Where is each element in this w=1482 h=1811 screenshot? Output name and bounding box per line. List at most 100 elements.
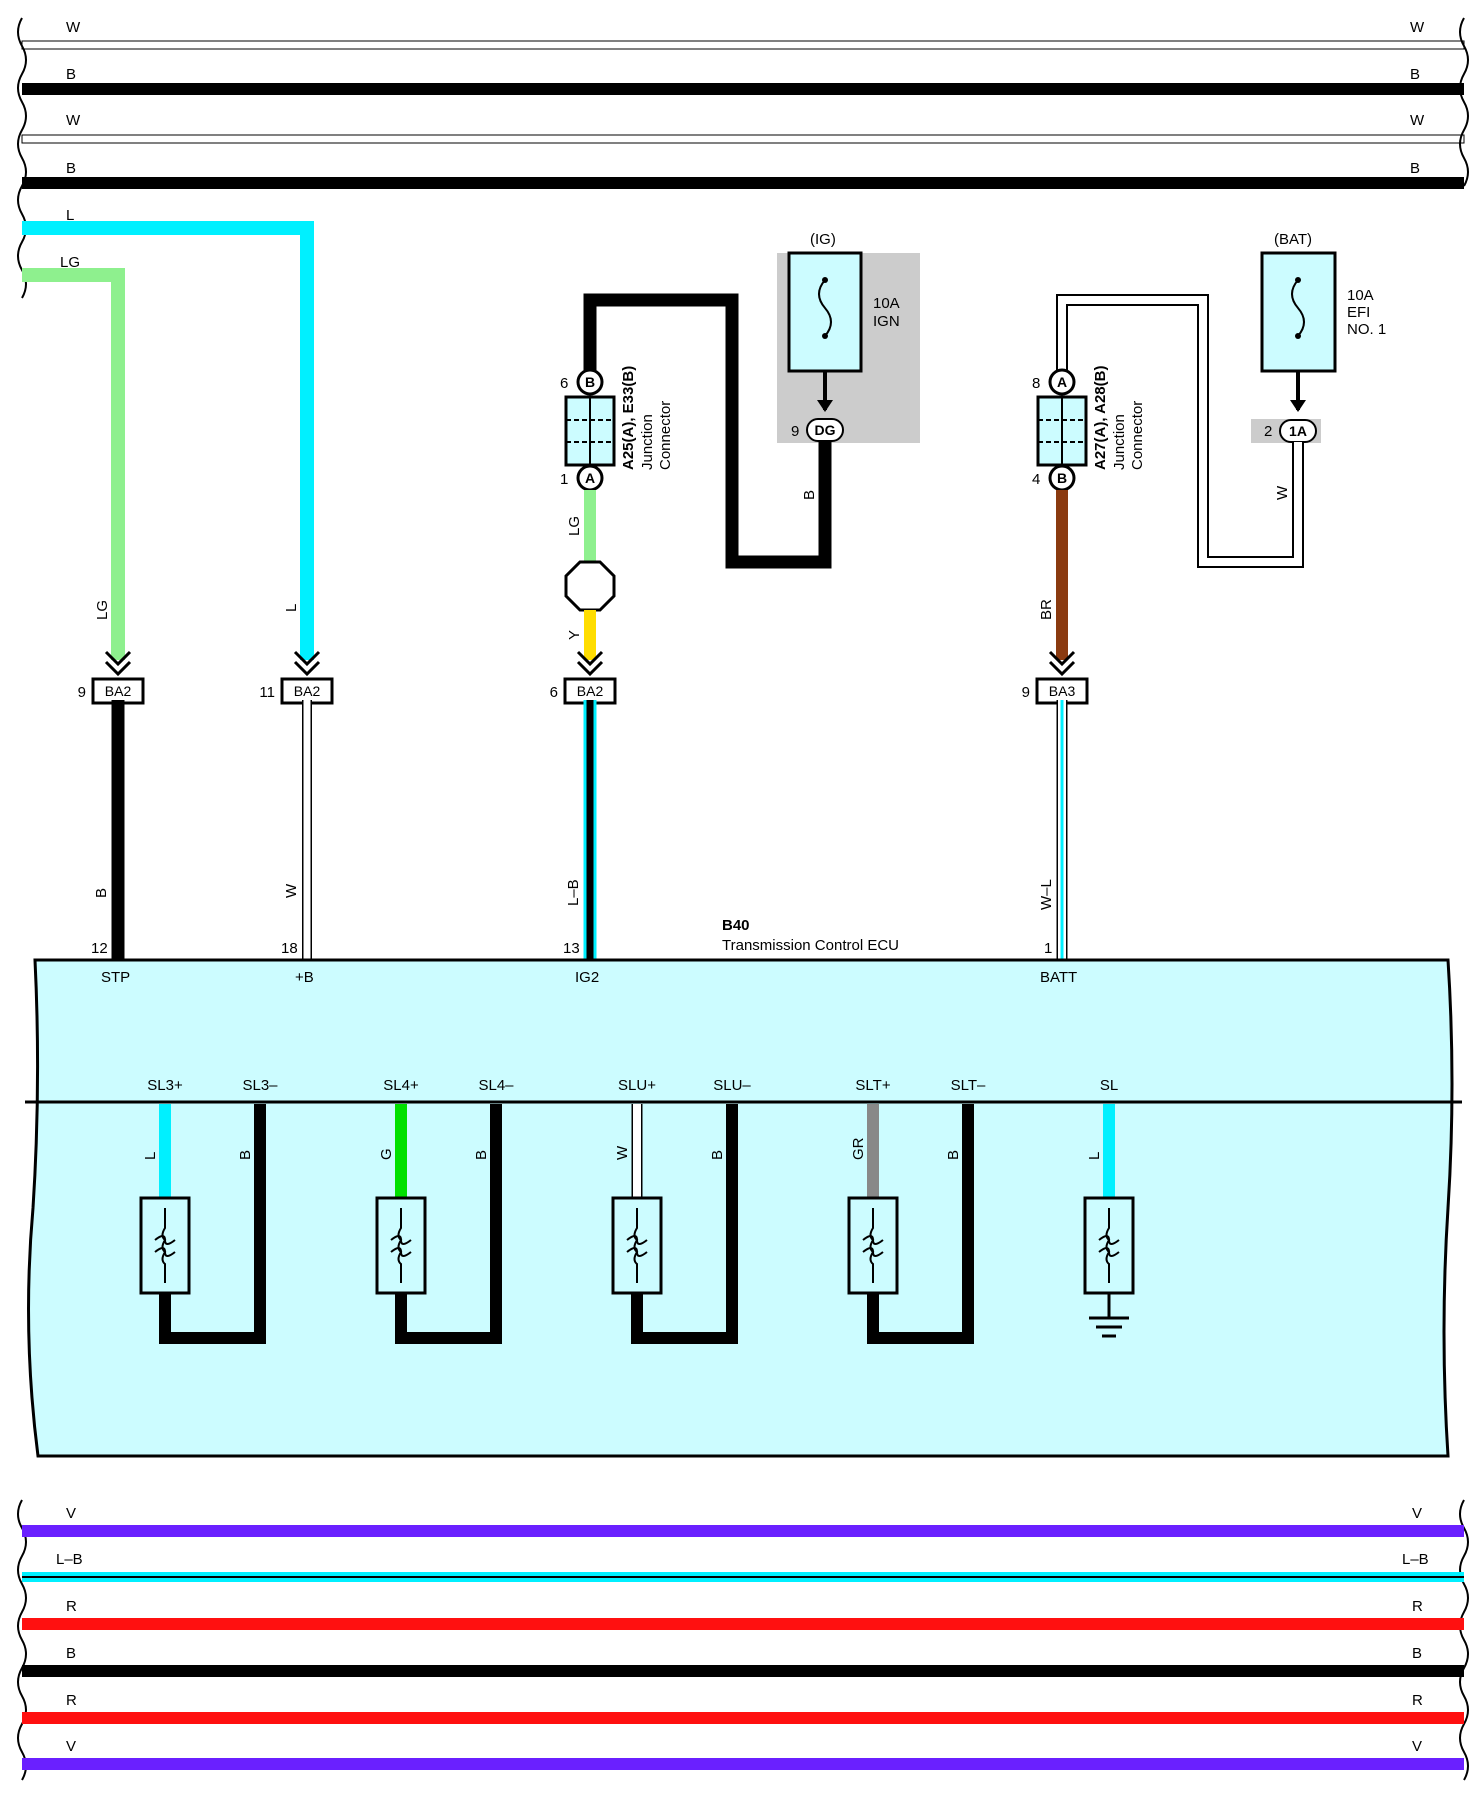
bus-label-left: R (66, 1692, 77, 1709)
wire-ig-b (583, 293, 832, 569)
connector-pin: 9 (1022, 684, 1030, 701)
feed-l: L L (22, 207, 314, 660)
bus-label-left: V (66, 1738, 76, 1755)
bus-label-left: L–B (56, 1551, 83, 1568)
bus-label-left: B (66, 66, 76, 83)
solenoid-plus-label: SL4+ (383, 1077, 419, 1094)
pin-id: A (585, 470, 595, 486)
wire-label: B (473, 1150, 490, 1160)
bus-label-right: W (1410, 19, 1425, 36)
connector-arrow-icon (1048, 650, 1076, 677)
connector-pin: 6 (550, 684, 558, 701)
connector-arrow-icon (293, 650, 321, 677)
connector-desc: Junction (639, 414, 656, 470)
wire-label: L (283, 604, 300, 612)
ecu-box: B40 Transmission Control ECU (25, 917, 1462, 1458)
ecu-pin-number: 18 (281, 940, 298, 957)
splice-octagon (564, 560, 616, 612)
wire-label: W (614, 1145, 631, 1160)
bus-label-right: V (1412, 1738, 1422, 1755)
pin-number: 1 (560, 471, 568, 488)
pin-id: B (1057, 470, 1067, 486)
solenoid-plus-label: SLT+ (855, 1077, 890, 1094)
connector-id: BA2 (105, 683, 132, 699)
connector-id: BA2 (577, 683, 604, 699)
bus-label-left: B (66, 160, 76, 177)
fuse-name: EFI (1347, 304, 1370, 321)
solenoid-return-wire (867, 1104, 974, 1344)
fuse-name: NO. 1 (1347, 321, 1386, 338)
bus-line-b1: B B (22, 66, 1464, 95)
connector-desc: Connector (1129, 401, 1146, 470)
wire-label: W (283, 883, 300, 898)
break-mark-right (1459, 17, 1469, 187)
bus-label-right: B (1412, 1645, 1422, 1662)
top-bus: W W B B W W B B (17, 17, 1469, 299)
bus-line-w1: W W (21, 19, 1465, 50)
ecu-name: Transmission Control ECU (722, 937, 899, 954)
pin-number: 4 (1032, 471, 1040, 488)
bus-line-w2: W W (21, 112, 1465, 144)
wire-label: BR (1038, 599, 1055, 620)
wire-label: B (801, 490, 818, 500)
connector-arrow-icon (576, 650, 604, 677)
ecu-pin-name: BATT (1040, 969, 1077, 986)
solenoid-sl: SLL (1083, 1077, 1135, 1338)
solenoid-plus-label: SL3+ (147, 1077, 183, 1094)
bus-label-left: R (66, 1598, 77, 1615)
wire-label: Y (566, 630, 583, 640)
ground-icon (1089, 1316, 1129, 1338)
bus-label-right: B (1410, 66, 1420, 83)
bus-label-left: W (66, 112, 81, 129)
connector-desc: Junction (1111, 414, 1128, 470)
bus-label-left: B (66, 1645, 76, 1662)
wire-label: LG (94, 600, 111, 620)
solenoid-minus-label: SLU– (713, 1077, 751, 1094)
pin-number: 9 (791, 423, 799, 440)
break-mark-right (1459, 1499, 1469, 1781)
bus-label-right: L–B (1402, 1551, 1429, 1568)
pin-id: 1A (1289, 423, 1307, 439)
connector-pin: 11 (259, 684, 275, 701)
wire-label: GR (850, 1137, 867, 1160)
pin-number: 6 (560, 375, 568, 392)
connector-arrow-icon (104, 650, 132, 677)
wire-label: LG (566, 516, 583, 536)
wire-label: W–L (1038, 879, 1055, 910)
fuse-bat: (BAT) 10A EFI NO. 1 2 1A (1251, 231, 1386, 443)
connector-id: BA2 (294, 683, 321, 699)
bus-label-right: W (1410, 112, 1425, 129)
bus-label-right: B (1410, 160, 1420, 177)
wire-label: L (66, 207, 74, 224)
bus-label-right: V (1412, 1505, 1422, 1522)
ecu-pin-number: 12 (91, 940, 108, 957)
wire-label: G (378, 1148, 395, 1160)
junction-connector-1: B 6 A 1 A25(A), E33(B) Junction Connecto… (560, 366, 674, 492)
pin-id: B (585, 374, 595, 390)
pin-number: 2 (1264, 423, 1272, 440)
ecu-code: B40 (722, 917, 750, 934)
connector-desc: Connector (657, 401, 674, 470)
bus-label-right: R (1412, 1692, 1423, 1709)
ecu-pin-number: 13 (563, 940, 580, 957)
feed-lg: LG LG (22, 254, 125, 660)
ecu-pins: 12 STP 18 +B 13 IG2 1 BATT (91, 940, 1077, 986)
solenoid-return-wire (395, 1104, 502, 1344)
ecu-pin-name: +B (295, 969, 314, 986)
connector-name: A25(A), E33(B) (620, 366, 637, 470)
solenoid-minus-label: SL3– (242, 1077, 278, 1094)
bus-label-left: W (66, 19, 81, 36)
wire-label: B (709, 1150, 726, 1160)
wire-label: L (142, 1152, 159, 1160)
